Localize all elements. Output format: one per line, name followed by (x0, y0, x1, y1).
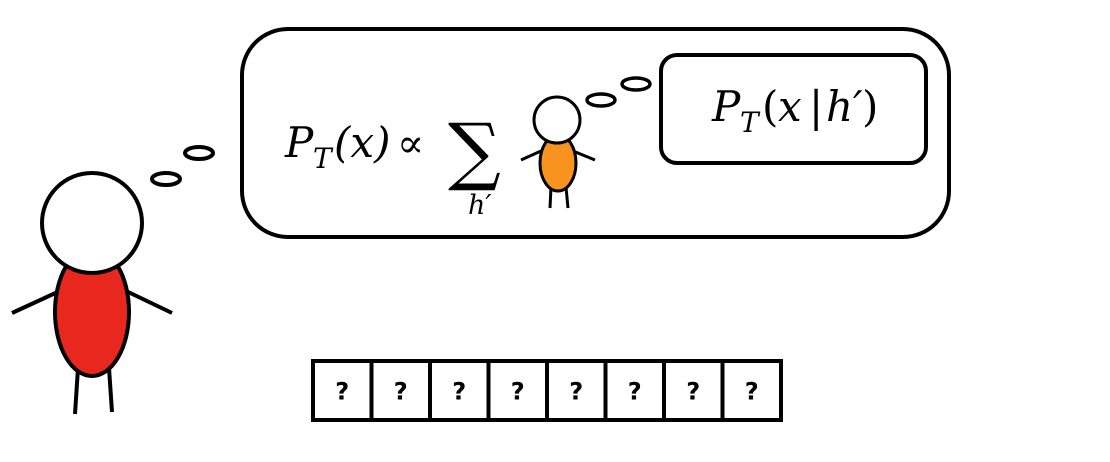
inner-formula-symbol: P (711, 82, 741, 131)
sequence-cell: ? (603, 359, 666, 422)
sequence-cell: ? (545, 359, 608, 422)
small-person-right-arm (572, 149, 596, 162)
inner-formula: P T ( x | h′ ) (711, 82, 878, 139)
sequence-cell-label: ? (394, 378, 408, 406)
sequence-cell: ? (369, 359, 432, 422)
thought-trail-dot-small (150, 171, 182, 187)
inner-formula-open-paren: ( (762, 82, 778, 131)
small-person (520, 95, 596, 209)
inner-formula-bar: | (809, 82, 823, 131)
sequence-cell: ? (428, 359, 491, 422)
formula: P T (x) ∝ ∑ h′ (284, 108, 501, 221)
large-person-left-leg (73, 367, 80, 415)
sequence-cell: ? (662, 359, 725, 422)
large-person-right-leg (107, 367, 114, 413)
sequence-cell-label: ? (628, 378, 642, 406)
large-person-right-arm (123, 288, 173, 315)
sequence-cell: ? (311, 359, 374, 422)
thought-trail-dot-large (183, 145, 215, 161)
unknown-sequence: ???????? (311, 359, 783, 422)
sequence-cell-box (720, 359, 783, 422)
formula-lhs-argument: (x) (334, 118, 390, 167)
small-person-right-leg (564, 186, 570, 209)
formula-sum-index: h′ (468, 190, 492, 221)
inner-formula-close-paren: ) (862, 82, 878, 131)
formula-lhs-subscript: T (313, 142, 334, 175)
sequence-cell-label: ? (511, 378, 525, 406)
inner-formula-subscript: T (740, 106, 761, 139)
sequence-cell-label: ? (745, 378, 759, 406)
sequence-cell-label: ? (569, 378, 583, 406)
sequence-cell-label: ? (335, 378, 349, 406)
large-person-left-arm (11, 288, 63, 315)
inner-formula-h-prime: h′ (826, 82, 863, 131)
sequence-cell-label: ? (452, 378, 466, 406)
small-thought-trail-dot-2 (620, 76, 652, 92)
small-thought-trail-dot-1 (585, 92, 617, 108)
inner-thought-bubble (659, 53, 928, 165)
formula-proportional-symbol: ∝ (397, 121, 424, 167)
large-person-head (40, 171, 144, 275)
sequence-cell-label: ? (686, 378, 700, 406)
formula-sum-symbol: ∑ (448, 108, 501, 194)
inner-formula-x: x (778, 82, 802, 131)
small-person-left-arm (520, 149, 542, 162)
large-person (11, 171, 173, 415)
sequence-cell: ? (720, 359, 783, 422)
formula-lhs-symbol: P (284, 118, 314, 167)
small-person-head (532, 95, 582, 145)
sequence-cell: ? (486, 359, 549, 422)
